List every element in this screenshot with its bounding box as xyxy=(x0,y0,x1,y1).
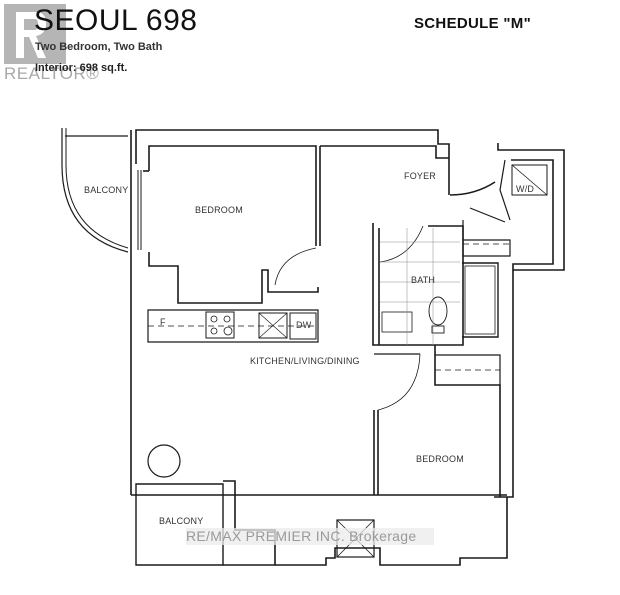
realtor-logo-text: REALTOR® xyxy=(4,64,100,83)
room-label-foyer: FOYER xyxy=(404,171,437,181)
brokerage-watermark: RE/MAX PREMIER INC. Brokerage xyxy=(186,528,434,545)
plan-title: SEOUL 698 xyxy=(34,4,198,37)
room-label-balcony-top: BALCONY xyxy=(84,185,129,195)
room-label-fridge: F xyxy=(160,317,166,327)
room-label-bath: BATH xyxy=(411,275,436,285)
room-label-laundry: W/D xyxy=(516,184,535,194)
room-label-balcony-bottom: BALCONY xyxy=(159,516,204,526)
realtor-logo: REALTOR® xyxy=(0,0,99,84)
plan-subtitle: Two Bedroom, Two Bath xyxy=(35,41,163,53)
room-label-bedroom-2: BEDROOM xyxy=(416,454,464,464)
room-label-dishwasher: DW xyxy=(296,320,312,330)
schedule-label: SCHEDULE "M" xyxy=(414,15,531,32)
plan-interior-area: Interior: 698 sq.ft. xyxy=(35,62,128,74)
room-label-kitchen-living-dining: KITCHEN/LIVING/DINING xyxy=(250,356,360,366)
room-label-bedroom-1: BEDROOM xyxy=(195,205,243,215)
realtor-r-logo-icon xyxy=(4,4,66,64)
